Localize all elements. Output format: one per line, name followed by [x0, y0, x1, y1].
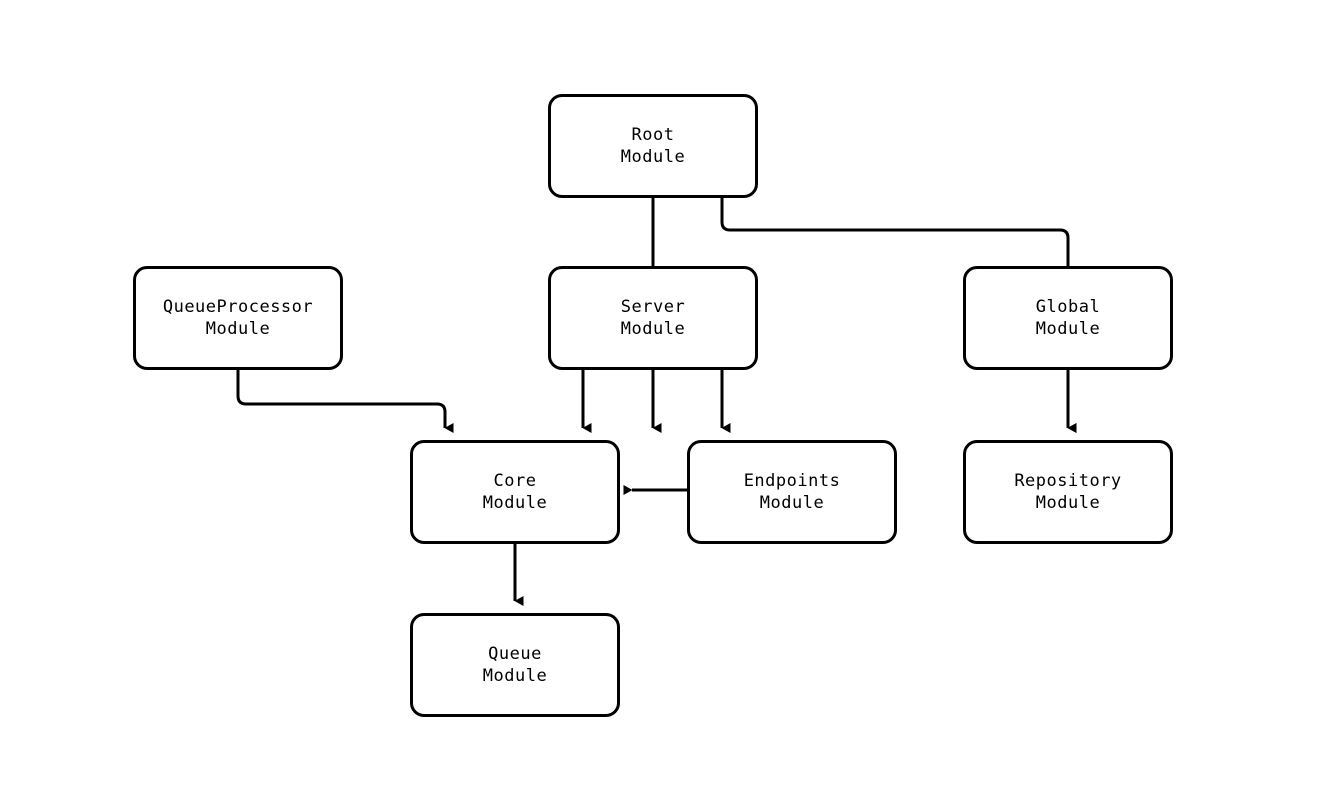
node-queue-label-line1: Queue: [488, 644, 542, 664]
node-repository-label-line1: Repository: [1014, 471, 1122, 491]
edge-queueprocessor-to-core: [236, 370, 454, 433]
node-server-label-line1: Server: [620, 297, 686, 317]
node-root-label-line2: Module: [620, 147, 686, 167]
node-queueprocessor-label-line1: QueueProcessor: [162, 297, 314, 317]
node-server-label-line2: Module: [620, 319, 686, 339]
node-endpoints-label-line1: Endpoints: [743, 471, 841, 491]
node-core-label-line1: Core: [493, 471, 537, 491]
node-root-label-line1: Root: [631, 125, 675, 145]
node-repository-label-line2: Module: [1035, 493, 1101, 513]
node-core-label-line2: Module: [482, 493, 548, 513]
edge-root-to-global: [720, 198, 1077, 433]
node-queueprocessor-label-line2: Module: [205, 319, 271, 339]
node-endpoints-label-line2: Module: [759, 493, 825, 513]
node-global-label-line1: Global: [1035, 297, 1101, 317]
node-queue-label-line2: Module: [482, 666, 548, 686]
node-global-label-line2: Module: [1035, 319, 1101, 339]
